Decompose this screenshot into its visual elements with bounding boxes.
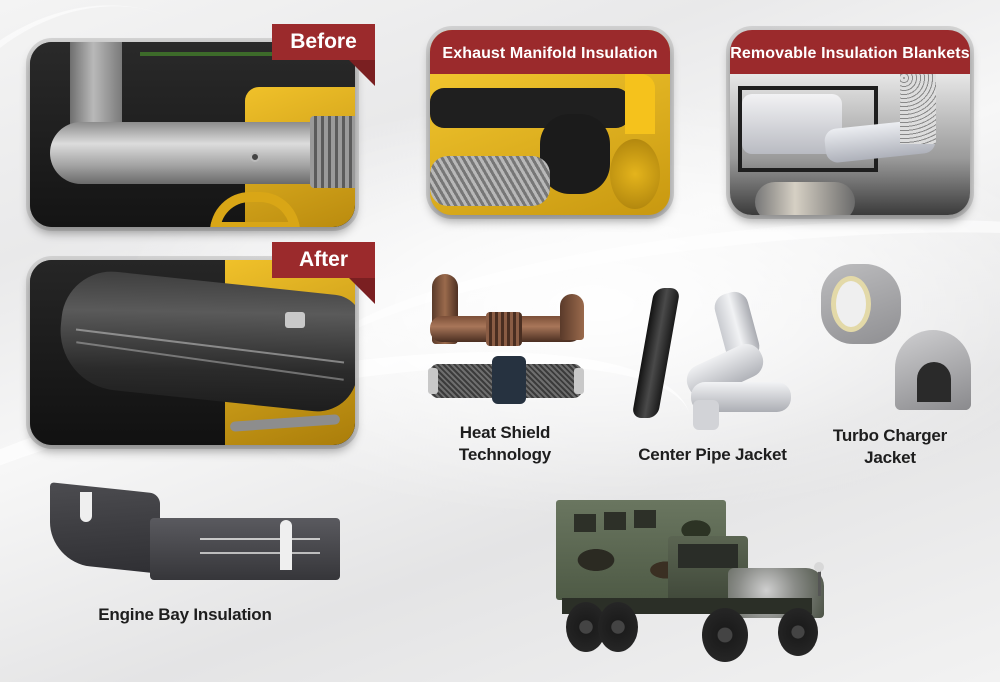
after-photo xyxy=(30,260,355,445)
exhaust-manifold-photo xyxy=(430,74,670,215)
removable-blankets-title: Removable Insulation Blankets xyxy=(730,30,970,74)
heat-shield-product-image xyxy=(428,268,588,408)
removable-blankets-card: Removable Insulation Blankets xyxy=(730,30,970,215)
center-pipe-jacket-caption-line1: Center Pipe Jacket xyxy=(638,445,787,464)
turbo-charger-jacket-caption: Turbo Charger Jacket xyxy=(820,425,960,469)
before-photo xyxy=(30,42,355,227)
military-truck-image xyxy=(552,490,832,670)
engine-bay-insulation-caption-line1: Engine Bay Insulation xyxy=(98,605,272,624)
heat-shield-caption-line2: Technology xyxy=(458,445,552,464)
turbo-charger-jacket-caption-line1: Turbo Charger xyxy=(832,426,948,445)
exhaust-manifold-title: Exhaust Manifold Insulation xyxy=(430,30,670,74)
before-photo-card xyxy=(30,42,355,227)
center-pipe-jacket-product-image xyxy=(625,288,795,433)
heat-shield-caption-line1: Heat Shield xyxy=(459,423,551,442)
exhaust-manifold-card: Exhaust Manifold Insulation xyxy=(430,30,670,215)
after-label: After xyxy=(272,242,375,304)
center-pipe-jacket-caption: Center Pipe Jacket xyxy=(630,444,795,466)
engine-bay-insulation-product-image xyxy=(50,482,340,588)
turbo-charger-jacket-caption-line2: Jacket xyxy=(864,448,916,467)
before-label: Before xyxy=(272,24,375,86)
heat-shield-caption: Heat Shield Technology xyxy=(440,422,570,466)
engine-bay-insulation-caption: Engine Bay Insulation xyxy=(95,604,275,626)
turbo-charger-jacket-product-image xyxy=(815,258,980,418)
removable-blankets-photo xyxy=(730,74,970,215)
after-photo-card xyxy=(30,260,355,445)
